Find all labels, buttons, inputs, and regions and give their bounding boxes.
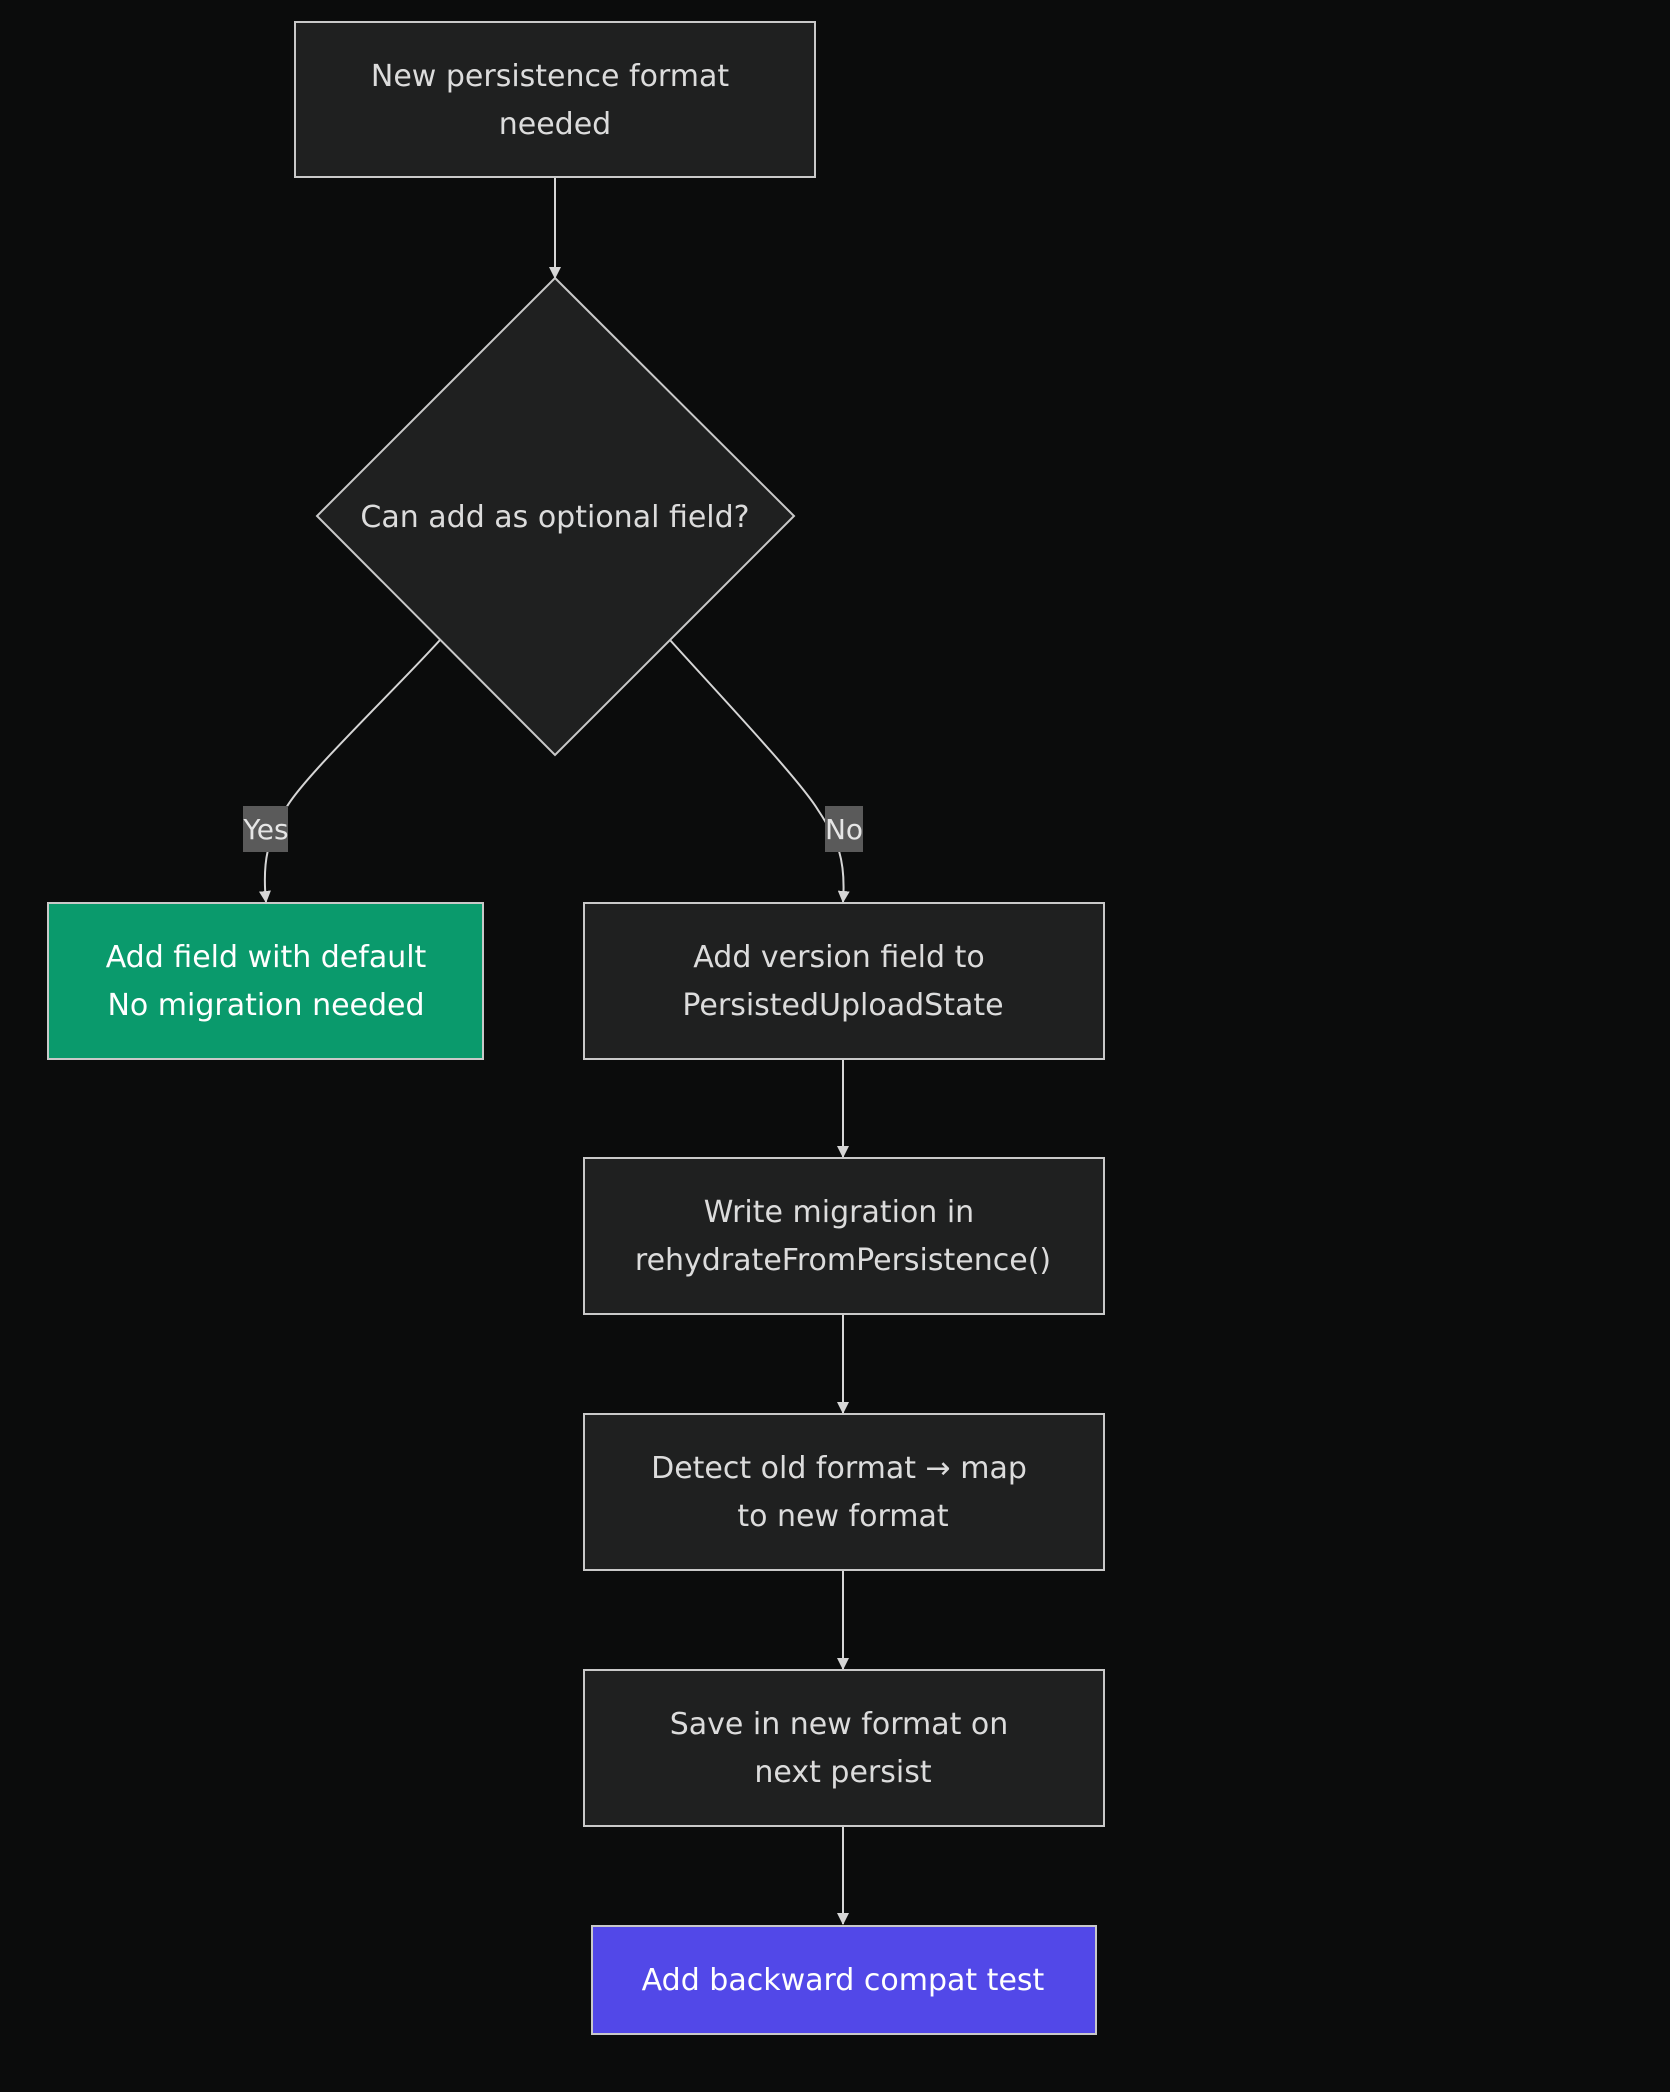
node-version-line1: Add version field to <box>693 940 984 975</box>
node-start-line1: New persistence format <box>371 59 729 94</box>
node-save-line2: next persist <box>754 1755 931 1790</box>
node-migration-line2: rehydrateFromPersistence() <box>635 1243 1051 1278</box>
node-yes-result: Add field with default No migration need… <box>47 902 484 1060</box>
node-save-box <box>583 1669 1105 1827</box>
edge-label-yes-bg <box>243 806 288 852</box>
edge-label-no: No <box>825 806 863 852</box>
edge-label-no-text: No <box>825 813 863 846</box>
node-detect-line1: Detect old format → map <box>651 1451 1027 1486</box>
edge-decision-yes <box>258 639 441 903</box>
node-yes-result-box <box>47 902 484 1060</box>
node-migration-box <box>583 1157 1105 1315</box>
decision-diamond <box>315 276 796 757</box>
edges <box>258 178 850 1925</box>
node-save-line1: Save in new format on <box>670 1707 1009 1742</box>
node-start: New persistence format needed <box>294 21 816 178</box>
node-test-text: Add backward compat test <box>642 1963 1045 1998</box>
node-start-line2: needed <box>499 107 611 142</box>
node-test-box <box>591 1925 1097 2035</box>
node-decision: Can add as optional field? <box>315 276 796 757</box>
node-yes-result-line2: No migration needed <box>107 988 424 1023</box>
node-test: Add backward compat test <box>591 1925 1097 2035</box>
decision-text: Can add as optional field? <box>360 500 749 535</box>
node-version-box <box>583 902 1105 1060</box>
node-detect: Detect old format → map to new format <box>583 1413 1105 1571</box>
node-migration: Write migration in rehydrateFromPersiste… <box>583 1157 1105 1315</box>
node-version: Add version field to PersistedUploadStat… <box>583 902 1105 1060</box>
node-yes-result-line1: Add field with default <box>106 940 427 975</box>
node-migration-line1: Write migration in <box>704 1195 974 1230</box>
edge-label-yes: Yes <box>242 806 289 852</box>
edge-label-no-bg <box>825 806 863 852</box>
edge-decision-no <box>669 639 850 903</box>
node-detect-line2: to new format <box>737 1499 949 1534</box>
node-detect-box <box>583 1413 1105 1571</box>
edge-label-yes-text: Yes <box>242 813 288 846</box>
node-version-line2: PersistedUploadState <box>682 988 1003 1023</box>
node-start-box <box>294 21 816 178</box>
node-save: Save in new format on next persist <box>583 1669 1105 1827</box>
